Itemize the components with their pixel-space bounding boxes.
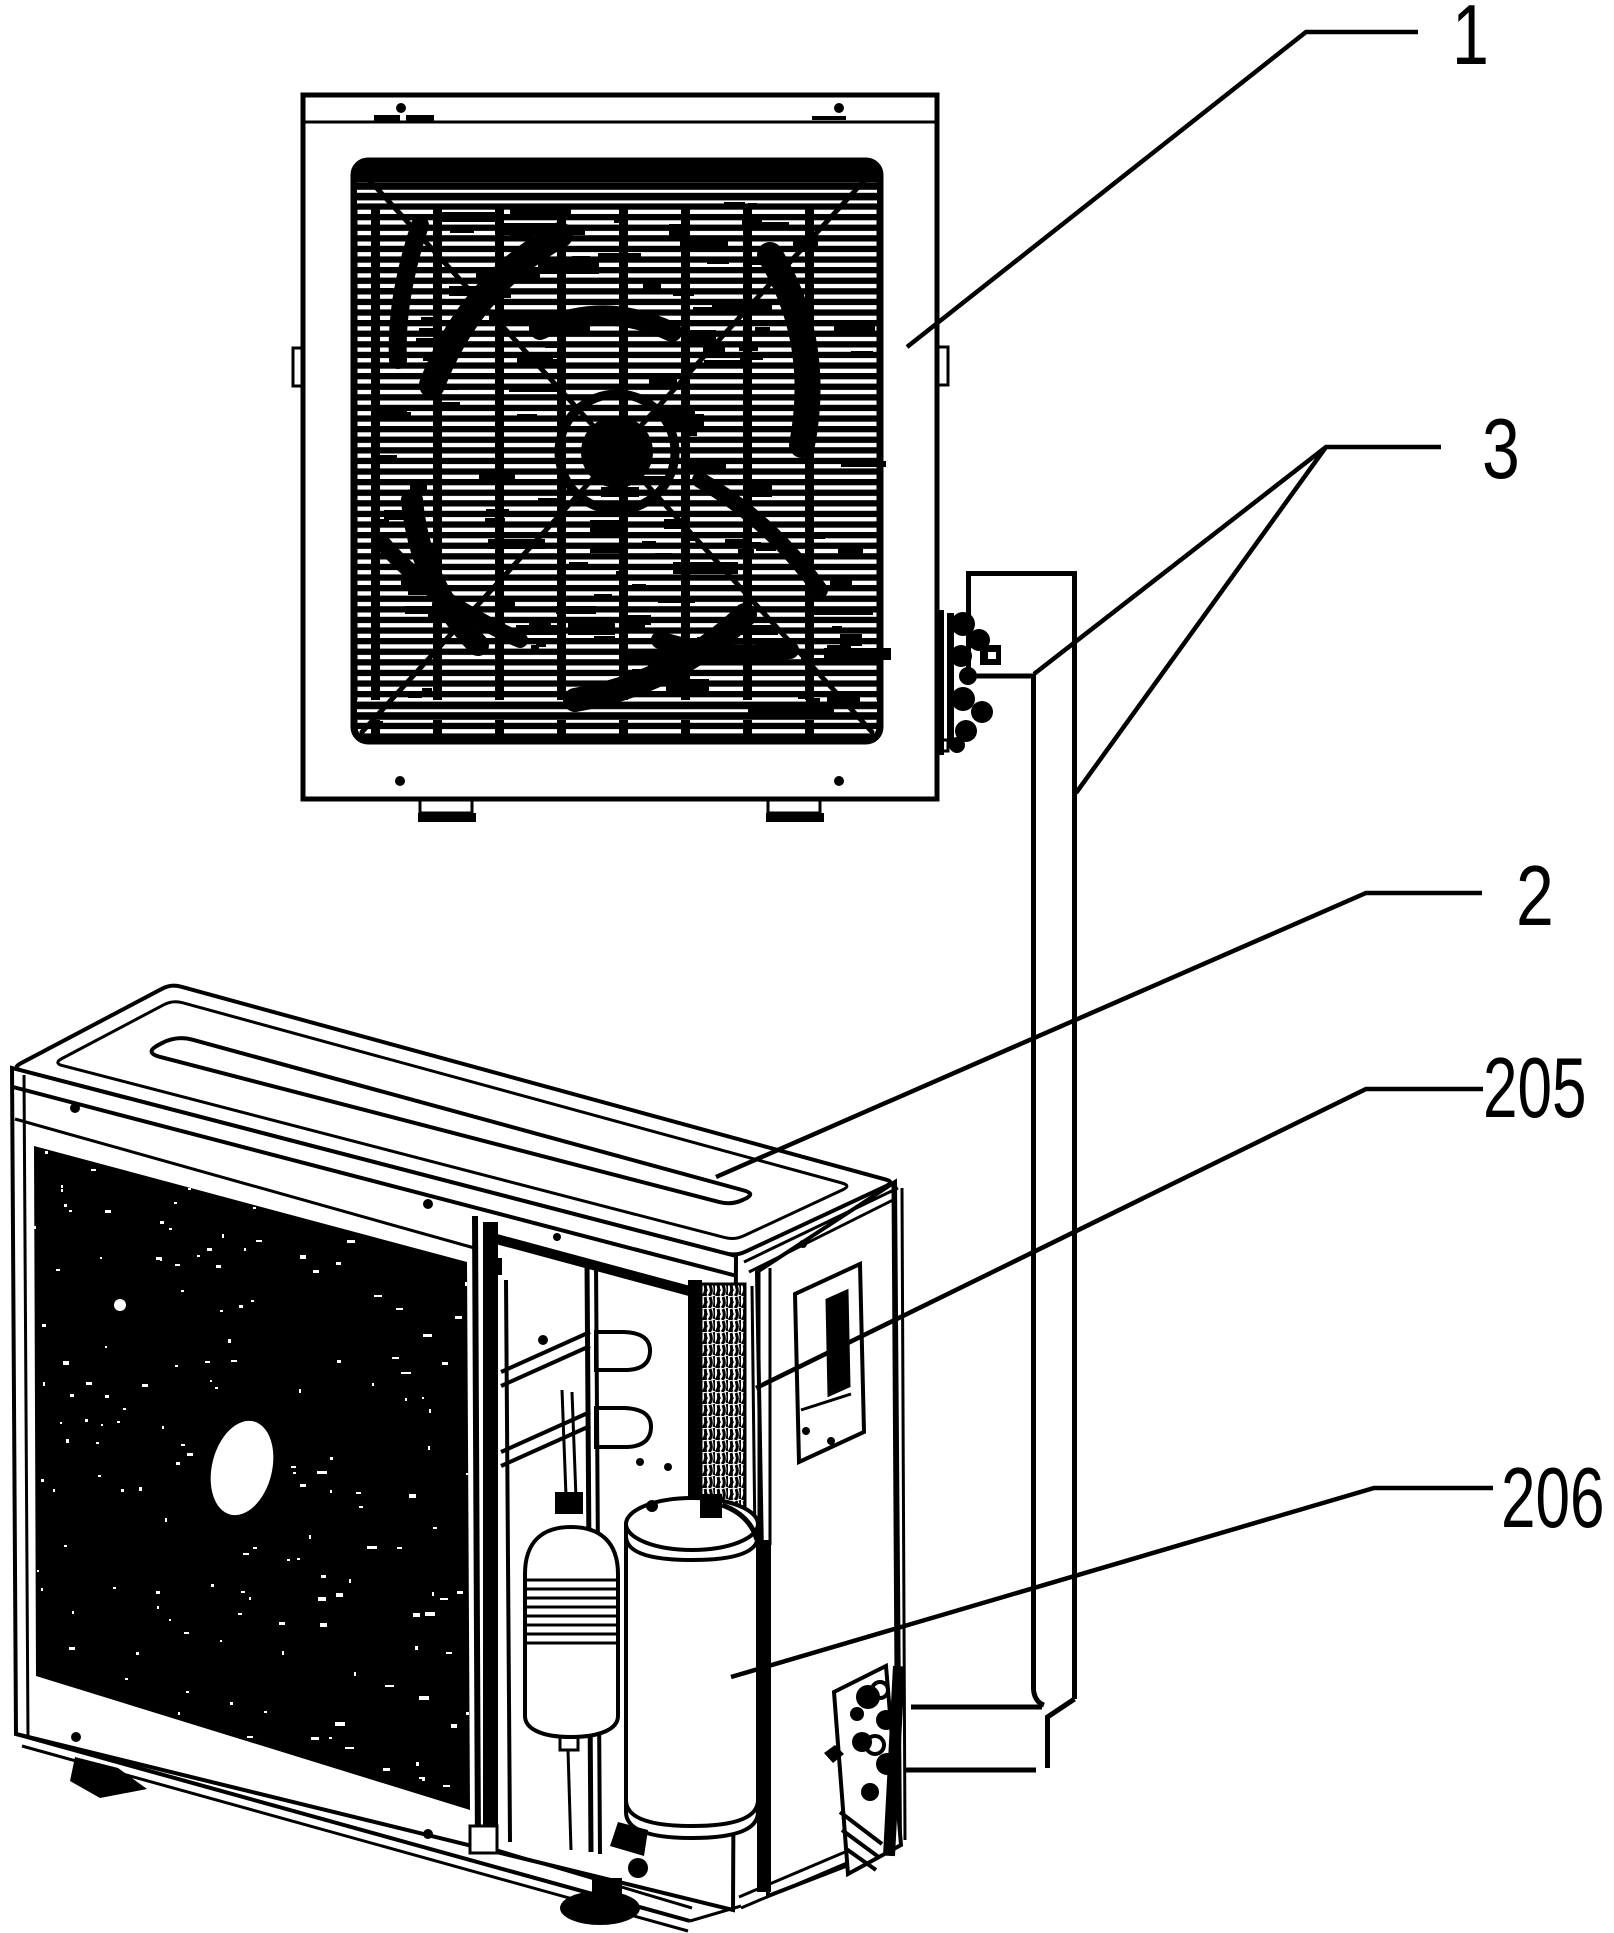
- svg-text:1: 1: [1452, 0, 1489, 83]
- svg-text:205: 205: [1483, 1040, 1587, 1135]
- svg-text:206: 206: [1501, 1450, 1605, 1545]
- svg-text:2: 2: [1516, 849, 1554, 944]
- svg-text:3: 3: [1482, 402, 1520, 497]
